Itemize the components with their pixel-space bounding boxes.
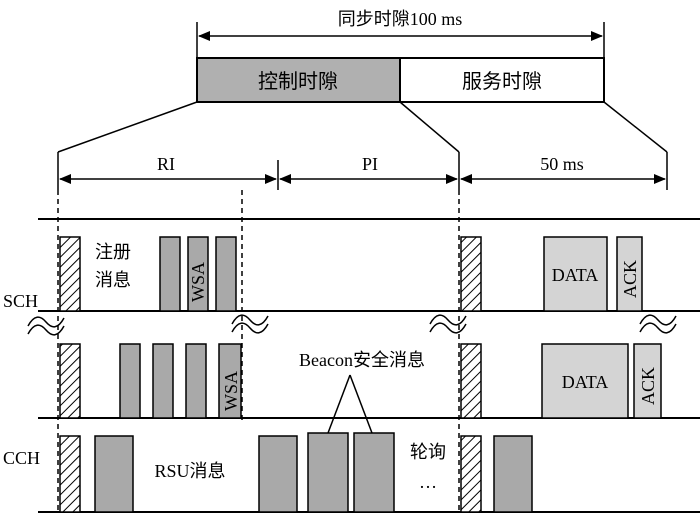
- expand-line-mid: [399, 101, 460, 153]
- beacon-pointer-right: [349, 374, 373, 434]
- service-slot-label: 服务时隙: [462, 70, 542, 93]
- break-mark-far-1: [639, 314, 677, 326]
- row2-packet-1: [119, 343, 141, 419]
- guard-interval-row2-service: [460, 343, 482, 419]
- control-slot-box: [196, 57, 401, 103]
- sch-ack-label: ACK: [620, 260, 640, 298]
- row2-wsa-packet: [218, 343, 242, 419]
- sch-ack-packet: [616, 236, 643, 312]
- register-label-line1: 注册: [95, 242, 131, 262]
- sch-wsa-packet: [187, 236, 209, 312]
- sch-data-packet: [543, 236, 608, 312]
- row2-ack-label: ACK: [638, 367, 658, 405]
- register-label-line2: 消息: [95, 270, 131, 290]
- beacon-pointer-left: [327, 374, 351, 434]
- break-mark-mid-1: [231, 314, 269, 326]
- break-marks: [27, 314, 677, 336]
- beacon-label: Beacon安全消息: [299, 350, 425, 370]
- sch-label: SCH: [3, 291, 38, 311]
- break-mark-left-1: [27, 316, 65, 328]
- ri-label: RI: [157, 154, 175, 174]
- row2-data-label: DATA: [562, 372, 609, 392]
- break-mark-right-2: [429, 322, 467, 334]
- row2-data-packet: [541, 343, 629, 419]
- guard-interval-sch-service: [460, 236, 482, 312]
- row2-packet-3: [185, 343, 207, 419]
- cch-service-packet: [493, 435, 533, 513]
- poll-label: 轮询: [410, 442, 446, 462]
- cch-packet-1: [258, 435, 298, 513]
- poll-ellipsis: …: [419, 472, 437, 492]
- guard-interval-sch: [59, 236, 81, 312]
- row2-packet-2: [152, 343, 174, 419]
- rsu-packet: [94, 435, 134, 513]
- beacon-packet-2: [353, 432, 395, 513]
- break-mark-mid-2: [231, 322, 269, 334]
- sch-packet-3: [215, 236, 237, 312]
- cch-label: CCH: [3, 448, 40, 468]
- sync-slot-label: 同步时隙100 ms: [338, 9, 463, 29]
- rsu-label: RSU消息: [154, 461, 225, 481]
- guard-interval-row2: [59, 343, 81, 419]
- break-mark-right-1: [429, 314, 467, 326]
- sch-packet-1: [159, 236, 181, 312]
- control-slot-label: 控制时隙: [258, 70, 338, 93]
- guard-interval-cch: [59, 435, 81, 513]
- break-mark-far-2: [639, 322, 677, 334]
- expand-line-left: [57, 101, 198, 153]
- sch-data-label: DATA: [552, 265, 599, 285]
- service-duration-label: 50 ms: [540, 154, 584, 174]
- expand-line-right: [603, 101, 668, 153]
- row2-wsa-label: WSA: [221, 371, 241, 411]
- beacon-packet-1: [307, 432, 349, 513]
- row2-ack-packet: [633, 343, 662, 419]
- pi-label: PI: [362, 154, 378, 174]
- guard-interval-cch-service: [460, 435, 482, 513]
- break-mark-left-2: [27, 324, 65, 336]
- sch-wsa-label: WSA: [188, 262, 208, 302]
- service-slot-box: [399, 57, 605, 103]
